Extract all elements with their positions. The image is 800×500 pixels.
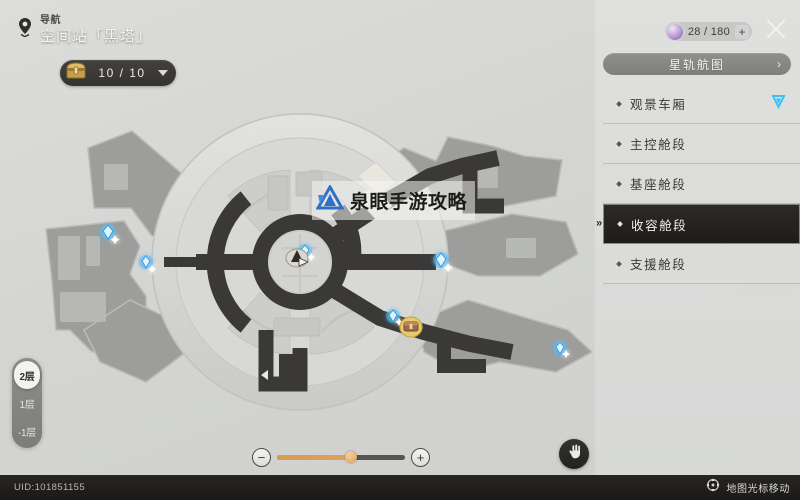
- floor-selector[interactable]: 2层 1层 -1层: [12, 358, 42, 448]
- close-button[interactable]: [764, 17, 788, 41]
- zoom-out-button[interactable]: −: [252, 447, 271, 467]
- section-list: 观景车厢 主控舱段 基座舱段 » 收容舱段: [596, 84, 800, 284]
- selection-arrow-icon: »: [596, 217, 602, 230]
- floor-item-2[interactable]: 2层: [14, 361, 40, 389]
- zoom-in-button[interactable]: +: [411, 447, 430, 467]
- close-icon: [766, 19, 786, 39]
- sidebar-item-master-control[interactable]: 主控舱段: [603, 124, 800, 164]
- zoom-slider-fill: [277, 454, 352, 460]
- hand-touch-icon: [566, 443, 583, 465]
- bullet-diamond-icon: [616, 260, 622, 267]
- sidebar-item-base-zone[interactable]: 基座舱段: [603, 164, 800, 204]
- starrail-map-title-bar[interactable]: 星轨航图 ›: [603, 53, 791, 75]
- zoom-slider-control[interactable]: − +: [252, 447, 430, 467]
- caret-down-icon[interactable]: [158, 70, 168, 76]
- sidebar-item-label: 收容舱段: [631, 218, 688, 233]
- control-hint: 地图光标移动: [705, 477, 790, 498]
- sidebar-item-label: 主控舱段: [630, 138, 687, 152]
- currency-counter[interactable]: 28 / 180 +: [664, 22, 752, 41]
- control-hint-label: 地图光标移动: [726, 484, 790, 495]
- floor-item-minus-1[interactable]: -1层: [18, 427, 36, 439]
- currency-value: 28 / 180: [687, 25, 730, 38]
- chest-counter-dropdown[interactable]: 10 / 10: [60, 60, 176, 86]
- bullet-diamond-icon: [616, 180, 622, 187]
- chest-count-text: 10 / 10: [98, 66, 146, 80]
- floor-item-1[interactable]: 1层: [19, 399, 35, 411]
- add-currency-button[interactable]: +: [735, 24, 749, 39]
- map-canvas[interactable]: [0, 0, 600, 500]
- sidebar-item-label: 支援舱段: [630, 258, 687, 272]
- bottom-bar: UID:101851155 地图光标移动: [0, 475, 800, 500]
- panel-title: 星轨航图: [668, 57, 725, 72]
- sidebar-item-support-zone[interactable]: 支援舱段: [603, 244, 800, 284]
- sidebar-item-observation-car[interactable]: 观景车厢: [603, 84, 800, 124]
- bullet-diamond-icon: [616, 100, 622, 107]
- sidebar-item-storage-zone[interactable]: » 收容舱段: [596, 204, 800, 244]
- map-vector: [45, 113, 594, 411]
- treasure-chest-icon: [66, 62, 86, 84]
- chevron-right-icon[interactable]: ›: [777, 57, 781, 71]
- purple-orb-icon: [666, 23, 683, 40]
- dpad-icon: [705, 477, 721, 498]
- zoom-slider-knob[interactable]: [345, 451, 358, 463]
- uid-text: UID:101851155: [14, 482, 86, 493]
- zoom-slider-track[interactable]: [277, 451, 405, 463]
- sidebar-item-label: 观景车厢: [630, 98, 687, 112]
- right-panel: 28 / 180 + 星轨航图 › 观景车厢: [595, 0, 800, 500]
- teleport-triangle-icon[interactable]: [771, 94, 786, 114]
- sidebar-item-label: 基座舱段: [630, 178, 687, 192]
- bullet-diamond-icon: [617, 221, 623, 227]
- map-mode-button[interactable]: [559, 439, 589, 469]
- bullet-diamond-icon: [616, 140, 622, 147]
